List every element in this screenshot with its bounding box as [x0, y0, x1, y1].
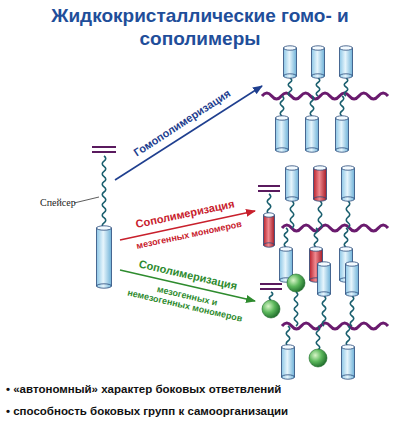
bullet-note: • способность боковых групп к самооргани… — [6, 405, 288, 418]
mesogen-rod-end — [276, 148, 289, 152]
mesogen-rod-end — [346, 262, 359, 266]
non-mesogen-group — [309, 349, 327, 367]
mesogen-rod — [342, 168, 355, 199]
mesogen-rod-end — [340, 46, 353, 50]
mesogen-rod-end — [306, 116, 319, 120]
spacer-chain — [314, 228, 318, 247]
double-bond — [92, 151, 116, 153]
double-bond — [92, 146, 116, 148]
mesogen-rod-end — [318, 262, 331, 266]
spacer-chain — [318, 201, 322, 228]
mesogen-rod — [282, 347, 295, 377]
double-bond — [260, 288, 282, 290]
mesogen-rod-end — [97, 226, 112, 230]
mesogen-rod — [314, 168, 327, 199]
mesogen-rod — [264, 215, 275, 245]
mesogen-rod-end — [310, 247, 323, 251]
mesogen-rod — [286, 168, 299, 199]
mesogen-rod-end — [342, 345, 355, 349]
spacer-chain — [102, 156, 106, 228]
mesogen-rod-end — [282, 345, 295, 349]
mesogen-rod — [284, 48, 297, 76]
spacer-chain — [286, 326, 290, 346]
leader-line — [74, 197, 99, 203]
spacer-chain — [288, 78, 292, 96]
mesogen-rod-end — [342, 197, 355, 201]
spacer-chain — [350, 296, 354, 326]
mesogen-rod-end — [264, 213, 275, 217]
mesogen-rod-end — [264, 243, 275, 247]
mesogen-rod-end — [312, 74, 325, 78]
mesogen-rod-end — [286, 197, 299, 201]
mesogen-rod — [318, 264, 331, 294]
spacer-chain — [346, 201, 350, 228]
mesogen-rod — [276, 118, 289, 150]
mesogen-rod-end — [280, 247, 293, 251]
spacer-label: Спейсер — [40, 197, 76, 209]
mesogen-rod — [97, 228, 112, 286]
mesogen-rod-end — [318, 292, 331, 296]
reaction-arrow — [115, 86, 262, 180]
mesogen-rod-end — [342, 375, 355, 379]
mesogen-rod-end — [340, 74, 353, 78]
mesogen-rod — [342, 347, 355, 377]
mesogen-rod — [346, 264, 359, 294]
mesogen-rod — [340, 48, 353, 76]
mesogen-rod-end — [314, 197, 327, 201]
spacer-chain — [322, 296, 326, 326]
mesogen-rod-end — [286, 166, 299, 170]
spacer-chain — [294, 292, 298, 326]
mesogen-rod-end — [336, 148, 349, 152]
spacer-chain — [284, 228, 288, 247]
spacer-chain — [280, 96, 284, 116]
spacer-chain — [344, 228, 348, 247]
mesogen-rod-end — [284, 74, 297, 78]
mesogen-rod-end — [314, 166, 327, 170]
non-mesogen-group — [287, 274, 305, 292]
mesogen-rod-end — [282, 375, 295, 379]
polymer-backbone — [282, 225, 388, 231]
mesogen-rod-end — [276, 116, 289, 120]
spacer-chain — [340, 96, 344, 116]
mesogen-rod-end — [346, 292, 359, 296]
mesogen-rod-end — [306, 148, 319, 152]
mesogen-rod — [312, 48, 325, 76]
mesogen-rod — [306, 118, 319, 150]
spacer-chain — [316, 78, 320, 96]
mesogen-rod-end — [284, 46, 297, 50]
double-bond — [260, 283, 282, 285]
spacer-chain — [290, 201, 294, 228]
polymer-backbone — [262, 93, 388, 99]
spacer-chain — [310, 96, 314, 116]
mesogen-rod-end — [312, 46, 325, 50]
spacer-chain — [267, 194, 271, 214]
mesogen-rod-end — [336, 116, 349, 120]
spacer-chain — [269, 292, 273, 300]
reaction-label: Сополимеризация — [138, 258, 239, 293]
diagram-title: Жидкокристаллические гомо- и сополимеры — [28, 4, 372, 50]
mesogen-rod-end — [340, 247, 353, 251]
reaction-label: Гомополимеризация — [131, 87, 233, 159]
mesogen-rod — [336, 118, 349, 150]
mesogen-rod-end — [97, 284, 112, 288]
non-mesogen-group — [262, 300, 280, 318]
spacer-chain — [344, 78, 348, 96]
bullet-note: • «автономный» характер боковых ответвле… — [6, 383, 281, 396]
spacer-chain — [316, 326, 320, 350]
double-bond — [258, 190, 280, 192]
spacer-chain — [346, 326, 350, 346]
mesogen-rod — [280, 249, 293, 280]
double-bond — [258, 185, 280, 187]
mesogen-rod-end — [342, 166, 355, 170]
